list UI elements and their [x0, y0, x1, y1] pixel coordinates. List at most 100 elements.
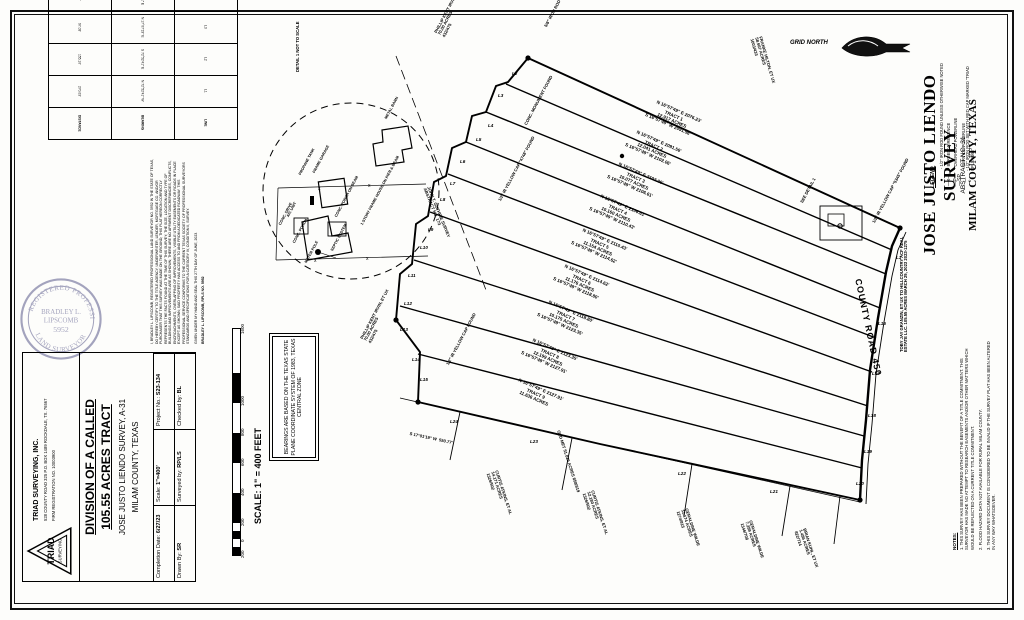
line-table-cell: 97.03' [48, 11, 112, 44]
title-block-field-label: Drawn By: [177, 552, 183, 578]
segment-label-l24: L24 [450, 419, 458, 424]
line-table-row: L4S 73°21'11" E164.27' [48, 0, 238, 12]
scale-tick-label: 200 [240, 550, 245, 558]
segment-label-l4: L4 [488, 123, 494, 128]
line-table-header-cell: LINE [174, 107, 238, 140]
svg-text:LAND SURVEYOR: LAND SURVEYOR [34, 332, 88, 354]
note-item: 3. THIS SURVEY DOCUMENT IS CONSIDERED TO… [986, 341, 997, 550]
title-block-field-label: Scale: [156, 486, 162, 502]
line-table-cell: 164.27' [48, 0, 112, 12]
line-table-header-cell: BEARING [111, 107, 175, 140]
segment-label-l18: L18 [868, 413, 876, 418]
title-block-field-label: Completion Date: [156, 534, 162, 578]
certification-text: I, BRADLEY L. LIPSCOMB, REGISTERED PROFE… [150, 158, 191, 344]
segment-label-l9: L9 [428, 227, 434, 232]
frame-house-shape [301, 215, 353, 261]
notes-title: NOTES: [952, 532, 957, 550]
svg-text:TRIAD: TRIAD [46, 538, 56, 565]
metal-barn-shape [372, 125, 413, 167]
survey-title-line1: JOSE JUSTO LIENDO SURVEY [920, 74, 959, 256]
title-block-field-value: S23-134 [156, 374, 162, 397]
project-title-line2: 105.55 ACRES TRACT [99, 404, 113, 530]
svg-text:5952: 5952 [53, 325, 69, 334]
note-item: 1. THIS SURVEY HAS BEEN PREPARED WITHOUT… [959, 348, 975, 551]
segment-label-l19: L19 [864, 449, 872, 454]
note-item: 2. FLOOD HAZARD DATA NOT AVAILABLE FOR R… [977, 409, 983, 550]
title-block-field: Completion Date: 6/27/23 [153, 505, 174, 581]
triad-logo-icon: TRIAD SURVEYING [26, 526, 72, 576]
line-table-header-cell: DISTANCE [48, 107, 112, 140]
notes-items: 1. THIS SURVEY HAS BEEN PREPARED WITHOUT… [959, 340, 997, 550]
title-block-field-value: 6/27/23 [156, 514, 162, 535]
segment-label-l14: L14 [412, 357, 420, 362]
scale-tick-label: 200 [240, 518, 245, 526]
title-block-field: Scale: 1"=400' [153, 429, 174, 505]
svg-text:x: x [366, 256, 369, 262]
title-block-field-label: Project No.: [156, 396, 162, 426]
title-block-field: Surveyed by: RP/LS [174, 429, 195, 505]
segment-label-l22: L22 [678, 471, 686, 476]
title-block: TRIAD SURVEYING TRIAD SURVEYING, INC. 52… [22, 352, 196, 582]
project-title-line3: JOSE JUSTO LIENDO SURVEY, A-31 [118, 398, 127, 536]
scale-tick-label: 400 [240, 488, 245, 496]
segment-label-l11: L11 [408, 273, 416, 278]
line-table-cell: N 17°07'19" E [111, 11, 175, 44]
project-title-line1: DIVISION OF A CALLED [83, 399, 97, 535]
line-table-cell: S 73°21'11" E [111, 0, 175, 12]
segment-label-l13: L13 [400, 327, 408, 332]
segment-label-l12: L12 [404, 301, 412, 306]
line-table-cell: 155.10' [48, 43, 112, 76]
survey-title: JOSE JUSTO LIENDO SURVEY ABSTRACT NO. 31… [920, 40, 980, 290]
title-block-field-value: RP/LS [177, 451, 183, 470]
firm-address: 528 COUNTY ROAD 325 P.O. BOX 1489 ROCKDA… [43, 398, 48, 521]
scale-tick-label: 800 [240, 428, 245, 436]
scale-tick-label: 1600 [240, 323, 245, 334]
line-table-cell: L4 [174, 0, 238, 12]
segment-label-l5: L5 [476, 137, 482, 142]
scale-tick-label: 600 [240, 458, 245, 466]
frame-garage-shape [317, 177, 349, 209]
survey-title-line2: ABSTRACT NO. 31 [960, 136, 967, 194]
firm-name: TRIAD SURVEYING, INC. [33, 438, 40, 521]
title-block-field: Project No.: S23-134 [153, 353, 174, 429]
notes-block: NOTES: 1. THIS SURVEY HAS BEEN PREPARED … [952, 340, 1010, 550]
line-table-cell: N 72°52'41" W [111, 75, 175, 108]
svg-text:SURVEYING: SURVEYING [57, 539, 62, 563]
segment-label-l17: L17 [872, 371, 880, 376]
sheet-border-outer [10, 10, 1014, 610]
segment-label-l8: L8 [440, 197, 446, 202]
segment-label-l20: L20 [856, 481, 864, 486]
firm-registration: FIRM REGISTRATION NO. 10003900 [51, 450, 56, 521]
title-block-field-label: Surveyed by: [177, 469, 183, 502]
svg-text:LIPSCOMB: LIPSCOMB [44, 317, 79, 324]
title-block-field-value: 1"=400' [156, 465, 162, 487]
surveyor-seal-icon: REGISTERED PROFESSIONAL LAND SURVEYOR BR… [18, 276, 102, 360]
adjoiner-label-granzin: TOBY JAY GRANZIN, ET UX TO HILLCOUNTRY A… [899, 236, 909, 352]
svg-text:x: x [368, 183, 371, 189]
scale-caption: SCALE: 1" = 400 FEET [253, 427, 263, 524]
sheet-border-inner [14, 14, 1008, 604]
plat-geometry [393, 55, 907, 545]
line-table-cell: 270.03' [48, 75, 112, 108]
detail-circle-icon [262, 102, 440, 280]
svg-text:x: x [314, 258, 317, 264]
line-table-cell: L1 [174, 75, 238, 108]
segment-label-l15: L15 [420, 377, 428, 382]
scale-tick-label: 1000 [240, 395, 245, 406]
project-title-line4: MILAM COUNTY, TEXAS [131, 421, 140, 513]
segment-label-l21: L21 [770, 489, 778, 494]
grid-north-label: GRID NORTH [790, 40, 828, 46]
title-block-field-value: SR [177, 542, 183, 553]
segment-label-l1: L1 [896, 255, 902, 260]
line-table-cell: L2 [174, 43, 238, 76]
north-arrow-icon [841, 36, 911, 57]
title-block-field: Checked by: BL [174, 353, 195, 429]
